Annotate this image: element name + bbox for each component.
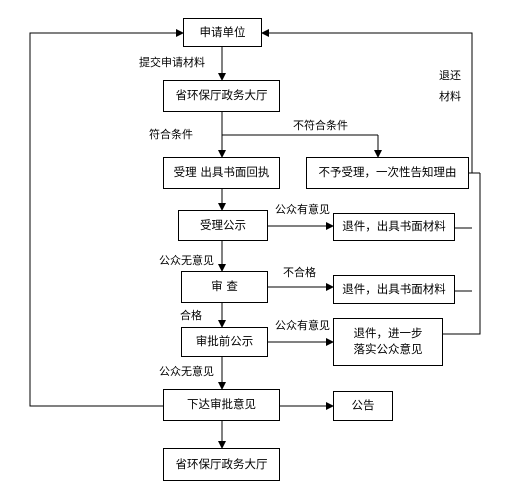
label-unqualified: 不合格 <box>283 266 316 279</box>
node-return-3: 退件，进一步 落实公众意见 <box>333 318 443 366</box>
node-reject-once: 不予受理，一次性告知理由 <box>306 157 469 189</box>
node-pre-approval-publicity: 审批前公示 <box>181 327 268 357</box>
node-apply-unit: 申请单位 <box>183 18 262 47</box>
node-accept-publicity: 受理公示 <box>178 210 268 241</box>
line-return3-right <box>443 332 481 335</box>
label-public-no-objection-1: 公众无意见 <box>159 254 214 267</box>
label-public-no-objection-2: 公众无意见 <box>159 365 214 378</box>
node-hall-top: 省环保厅政务大厅 <box>163 80 280 112</box>
label-meets-conditions: 符合条件 <box>149 128 193 141</box>
label-submit-materials: 提交申请材料 <box>139 56 205 69</box>
label-public-objection-1: 公众有意见 <box>275 203 330 216</box>
node-return-1: 退件，出具书面材料 <box>333 213 455 241</box>
node-hall-bottom: 省环保厅政务大厅 <box>163 448 280 481</box>
label-not-meet-conditions: 不符合条件 <box>293 119 348 132</box>
loop-left-return <box>29 29 184 407</box>
loop-right-return <box>261 29 473 174</box>
node-announcement: 公告 <box>333 391 393 421</box>
label-public-objection-2: 公众有意见 <box>275 319 330 332</box>
node-review: 审 查 <box>181 271 268 303</box>
label-return-materials: 退还 材料 <box>439 69 461 103</box>
node-accept-receipt: 受理 出具书面回执 <box>163 157 280 189</box>
node-issue-opinion: 下达审批意见 <box>163 389 280 421</box>
node-return-2: 退件，出具书面材料 <box>333 275 455 304</box>
label-qualified: 合格 <box>180 309 202 322</box>
